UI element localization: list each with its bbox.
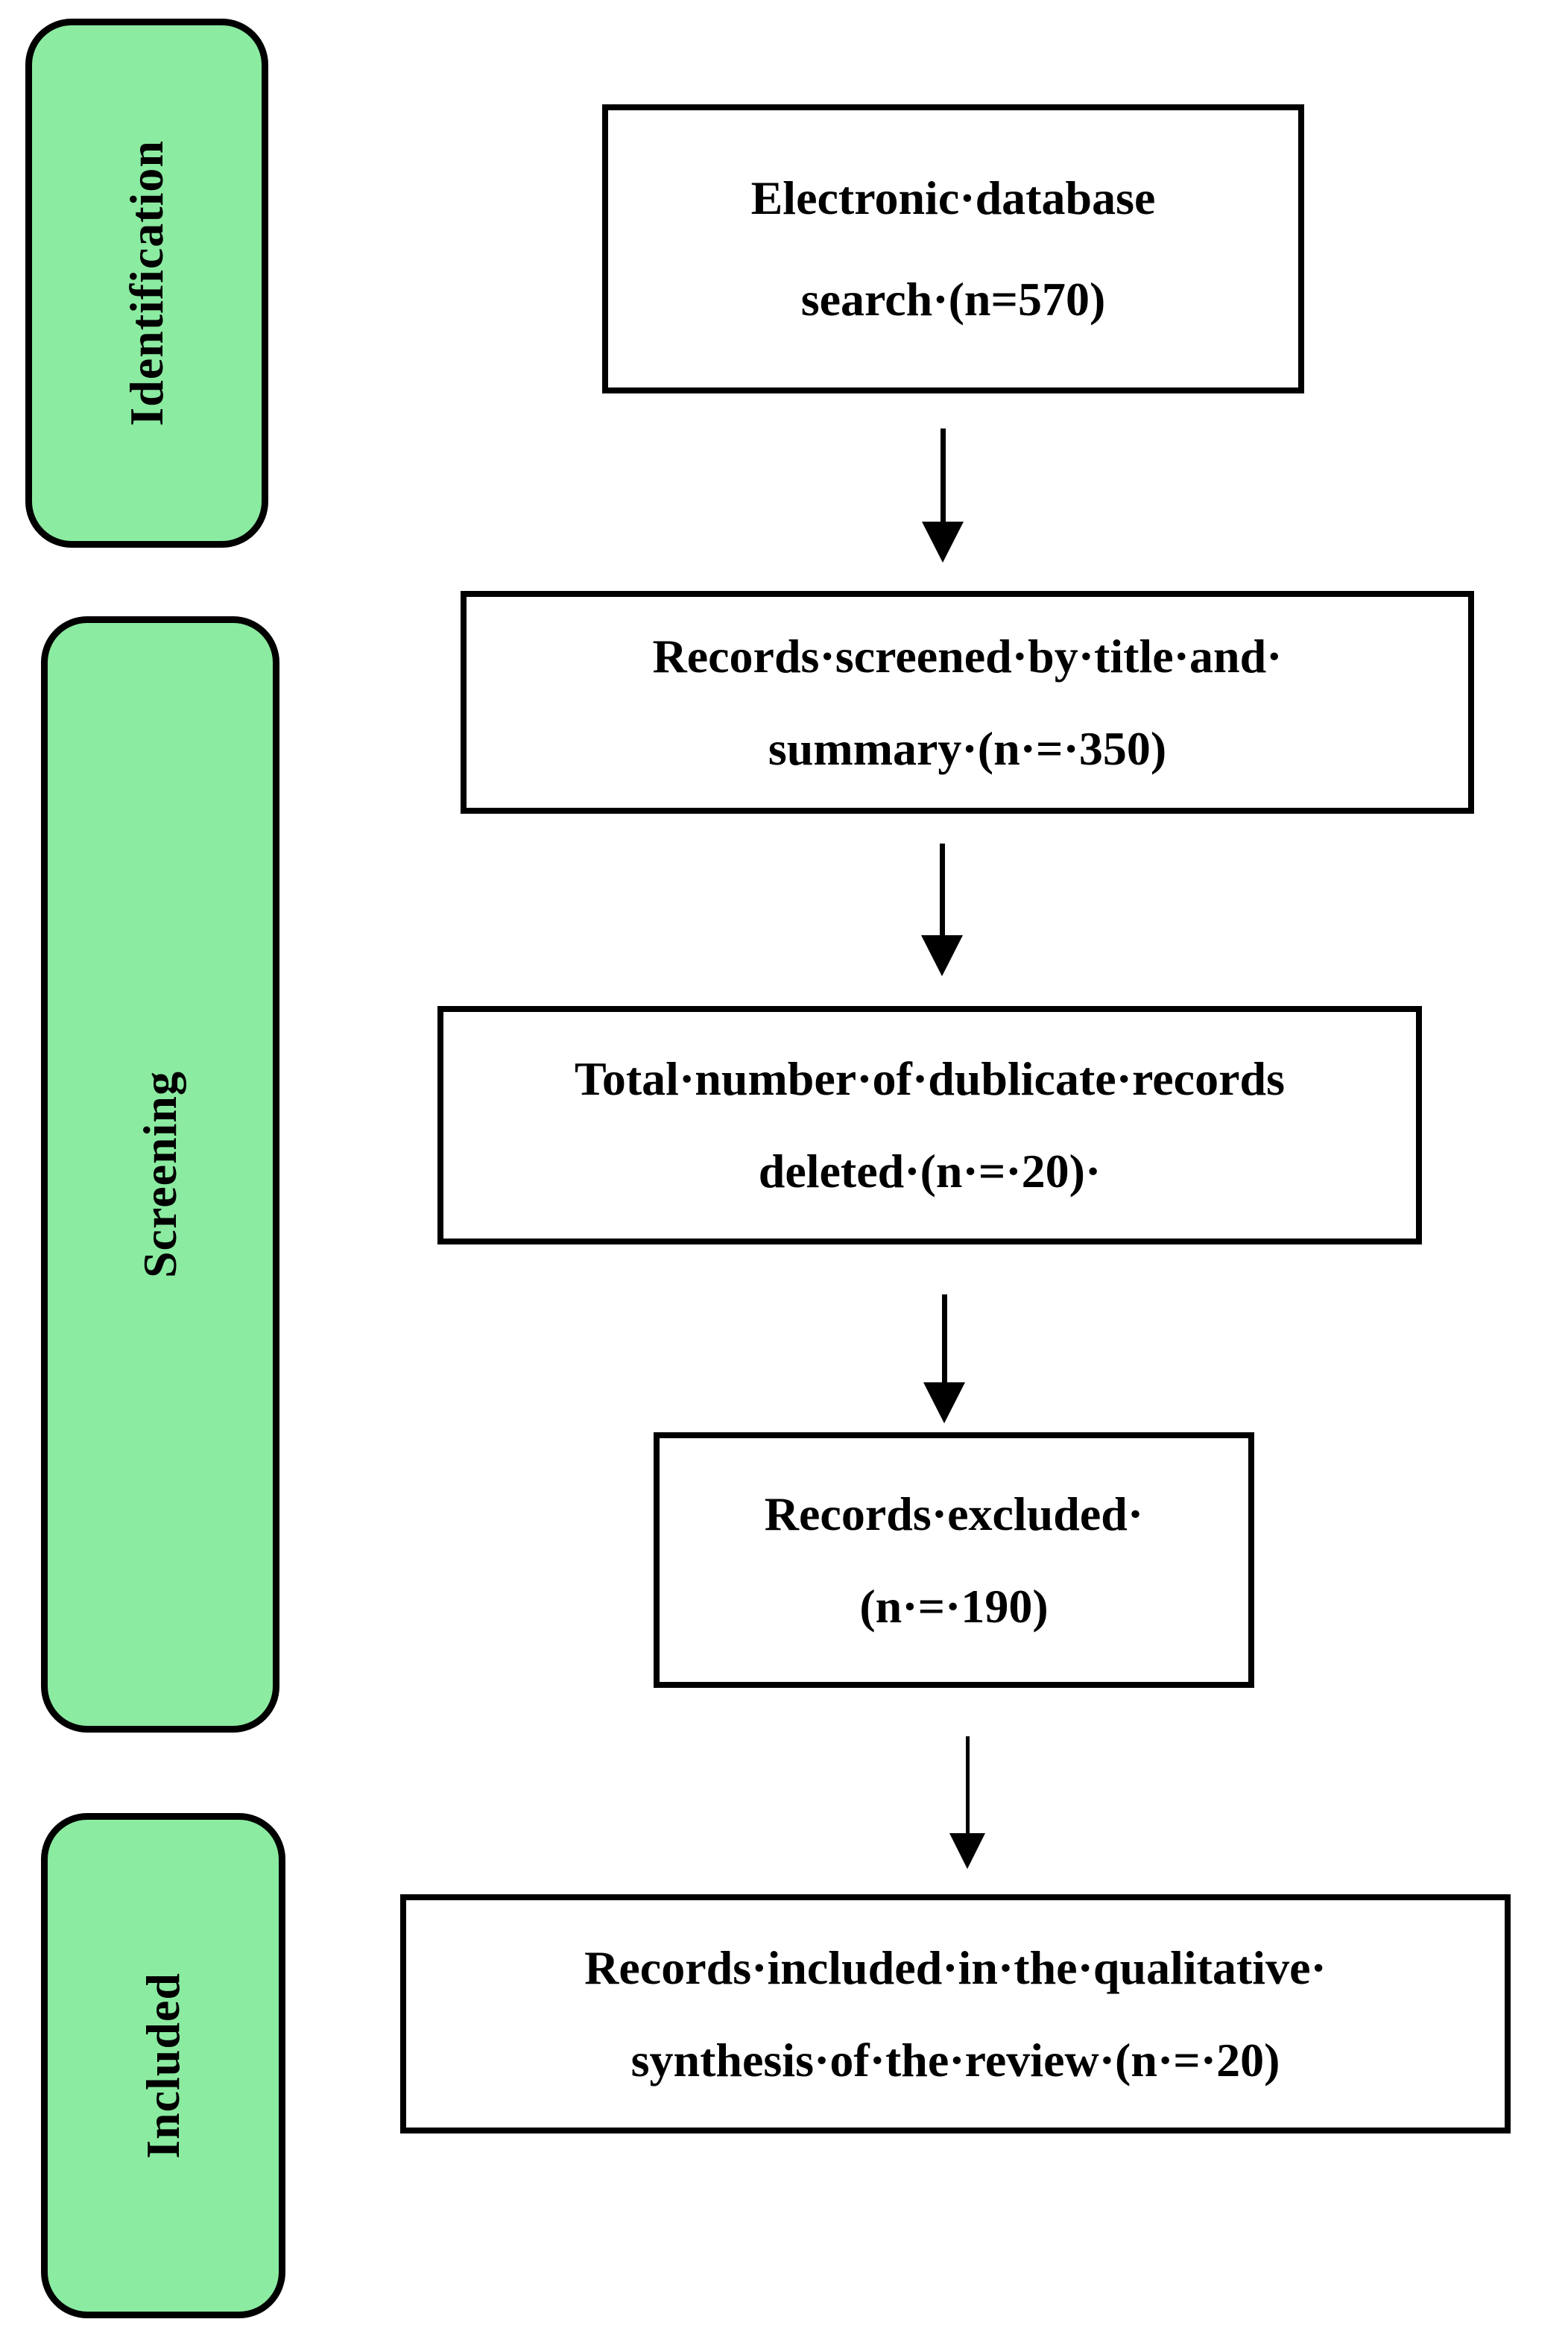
arrow-down-3 <box>923 1294 965 1423</box>
flow-box-records-screened: Records·screened·by·title·and· summary·(… <box>461 591 1474 814</box>
arrow-shaft <box>965 1736 970 1833</box>
flow-box-records-excluded-line2: (n·=·190) <box>859 1579 1049 1633</box>
stage-identification: Identification <box>25 19 268 548</box>
stage-included: Included <box>41 1813 285 2318</box>
flow-box-database-search-line2: search·(n=570) <box>800 273 1106 326</box>
stage-included-label: Included <box>136 1973 189 2159</box>
arrow-down-2 <box>921 844 963 976</box>
stage-screening-label: Screening <box>133 1070 186 1279</box>
flow-box-records-excluded-line1: Records·excluded· <box>764 1487 1144 1540</box>
flow-box-database-search-line1: Electronic·database <box>750 171 1156 224</box>
flow-box-duplicates-deleted-line1: Total·number·of·dublicate·records <box>575 1052 1285 1105</box>
arrow-head-icon <box>921 935 963 976</box>
flow-box-records-screened-line2: summary·(n·=·350) <box>768 721 1167 775</box>
flow-box-duplicates-deleted-line2: deleted·(n·=·20)· <box>758 1145 1101 1198</box>
arrow-head-icon <box>923 1382 965 1423</box>
stage-identification-label: Identification <box>120 140 173 426</box>
arrow-head-icon <box>922 522 964 563</box>
arrow-shaft <box>939 844 945 935</box>
arrow-down-4 <box>949 1736 985 1869</box>
flow-box-records-included-line1: Records·included·in·the·qualitative· <box>584 1940 1327 1994</box>
flow-box-records-excluded: Records·excluded· (n·=·190) <box>654 1432 1254 1688</box>
flow-box-duplicates-deleted: Total·number·of·dublicate·records delete… <box>437 1006 1422 1244</box>
arrow-shaft <box>941 1294 947 1382</box>
flow-box-records-screened-line1: Records·screened·by·title·and· <box>652 629 1283 683</box>
arrow-head-icon <box>949 1833 985 1869</box>
stage-screening: Screening <box>41 616 279 1733</box>
flow-box-records-included-line2: synthesis·of·the·review·(n·=·20) <box>630 2033 1280 2087</box>
flow-box-database-search: Electronic·database search·(n=570) <box>602 104 1304 393</box>
arrow-down-1 <box>922 428 964 563</box>
arrow-shaft <box>940 428 946 522</box>
flow-box-records-included: Records·included·in·the·qualitative· syn… <box>400 1894 1511 2133</box>
